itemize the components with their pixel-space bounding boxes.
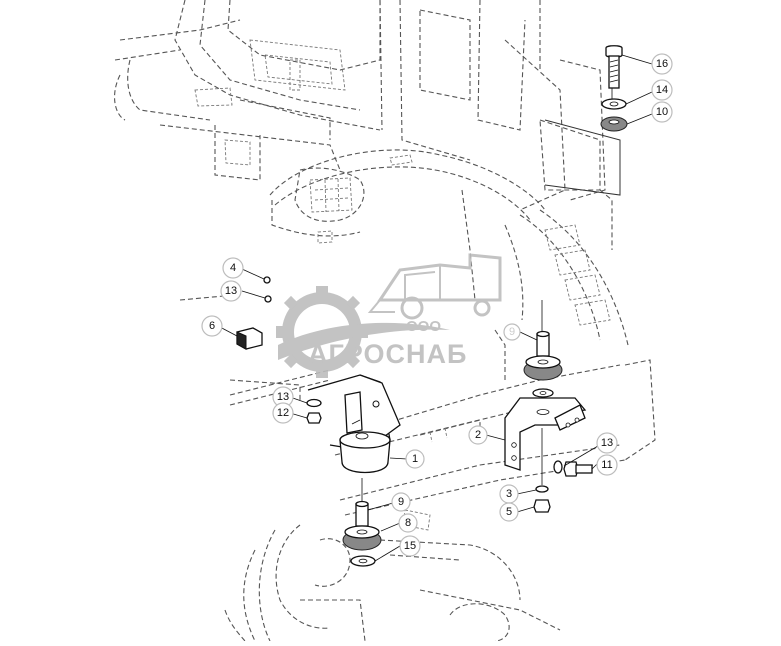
svg-text:8: 8 [405, 517, 411, 529]
watermark-name: АГРОСНАБ [308, 339, 467, 369]
sleeve-9-upper [536, 330, 550, 357]
washer-3 [535, 485, 549, 493]
block-6 [236, 327, 263, 350]
svg-text:1: 1 [412, 453, 418, 465]
callout-16: 16 [651, 53, 673, 75]
callout-10: 10 [651, 101, 673, 123]
top-bolt-assembly [544, 45, 628, 196]
washer-upper [532, 388, 554, 398]
svg-text:12: 12 [277, 407, 289, 419]
svg-text:13: 13 [601, 437, 613, 449]
svg-text:16: 16 [656, 58, 668, 70]
watermark-prefix: ООО [406, 318, 441, 335]
svg-text:2: 2 [475, 429, 481, 441]
nut-5 [533, 499, 551, 513]
isolator-10 [600, 116, 628, 132]
callout-3: 3 [499, 484, 519, 504]
svg-text:11: 11 [601, 459, 612, 471]
right-mount-assembly [504, 300, 593, 513]
left-mount-assembly [306, 374, 401, 567]
left-small-parts [236, 276, 272, 350]
svg-text:6: 6 [209, 320, 215, 332]
callout-12: 12 [272, 402, 294, 424]
svg-text:4: 4 [230, 262, 236, 274]
callout-9-upper: 9 [503, 323, 521, 341]
callout-14: 14 [651, 79, 673, 101]
callout-5: 5 [499, 502, 519, 522]
combine-harvester-icon [367, 253, 502, 320]
svg-text:14: 14 [656, 84, 668, 96]
watermark-logo: ООО АГРОСНАБ [276, 253, 502, 378]
callout-4: 4 [222, 257, 244, 279]
callout-13-right: 13 [596, 432, 618, 454]
nut-12 [306, 412, 322, 424]
housing-1 [339, 419, 391, 474]
svg-text:9: 9 [509, 326, 515, 338]
callout-8: 8 [398, 513, 418, 533]
bolt-16 [605, 45, 623, 89]
callout-13-upper-left: 13 [220, 280, 242, 302]
callout-1: 1 [405, 449, 425, 469]
isolator-8-upper [523, 355, 563, 381]
bracket-2 [504, 397, 587, 471]
washer-14 [601, 98, 627, 110]
svg-text:3: 3 [506, 488, 512, 500]
callout-11: 11 [596, 454, 618, 476]
isolator-8-lower [342, 525, 382, 551]
washer-13-left [306, 398, 322, 408]
callout-15: 15 [399, 535, 421, 557]
washer-13-right [553, 460, 563, 474]
callout-6: 6 [201, 315, 223, 337]
svg-text:10: 10 [656, 106, 668, 118]
background-machine-outline [114, 0, 656, 642]
callout-2: 2 [468, 425, 488, 445]
svg-text:13: 13 [225, 285, 237, 297]
svg-text:9: 9 [398, 496, 404, 508]
callout-9-lower: 9 [391, 492, 411, 512]
callout-13-left: 13 [272, 386, 294, 408]
svg-text:5: 5 [506, 506, 512, 518]
bolt-11 [563, 461, 593, 477]
sleeve-9-lower [355, 500, 369, 527]
svg-text:15: 15 [404, 540, 416, 552]
washer-15 [350, 555, 376, 567]
svg-text:13: 13 [277, 391, 289, 403]
